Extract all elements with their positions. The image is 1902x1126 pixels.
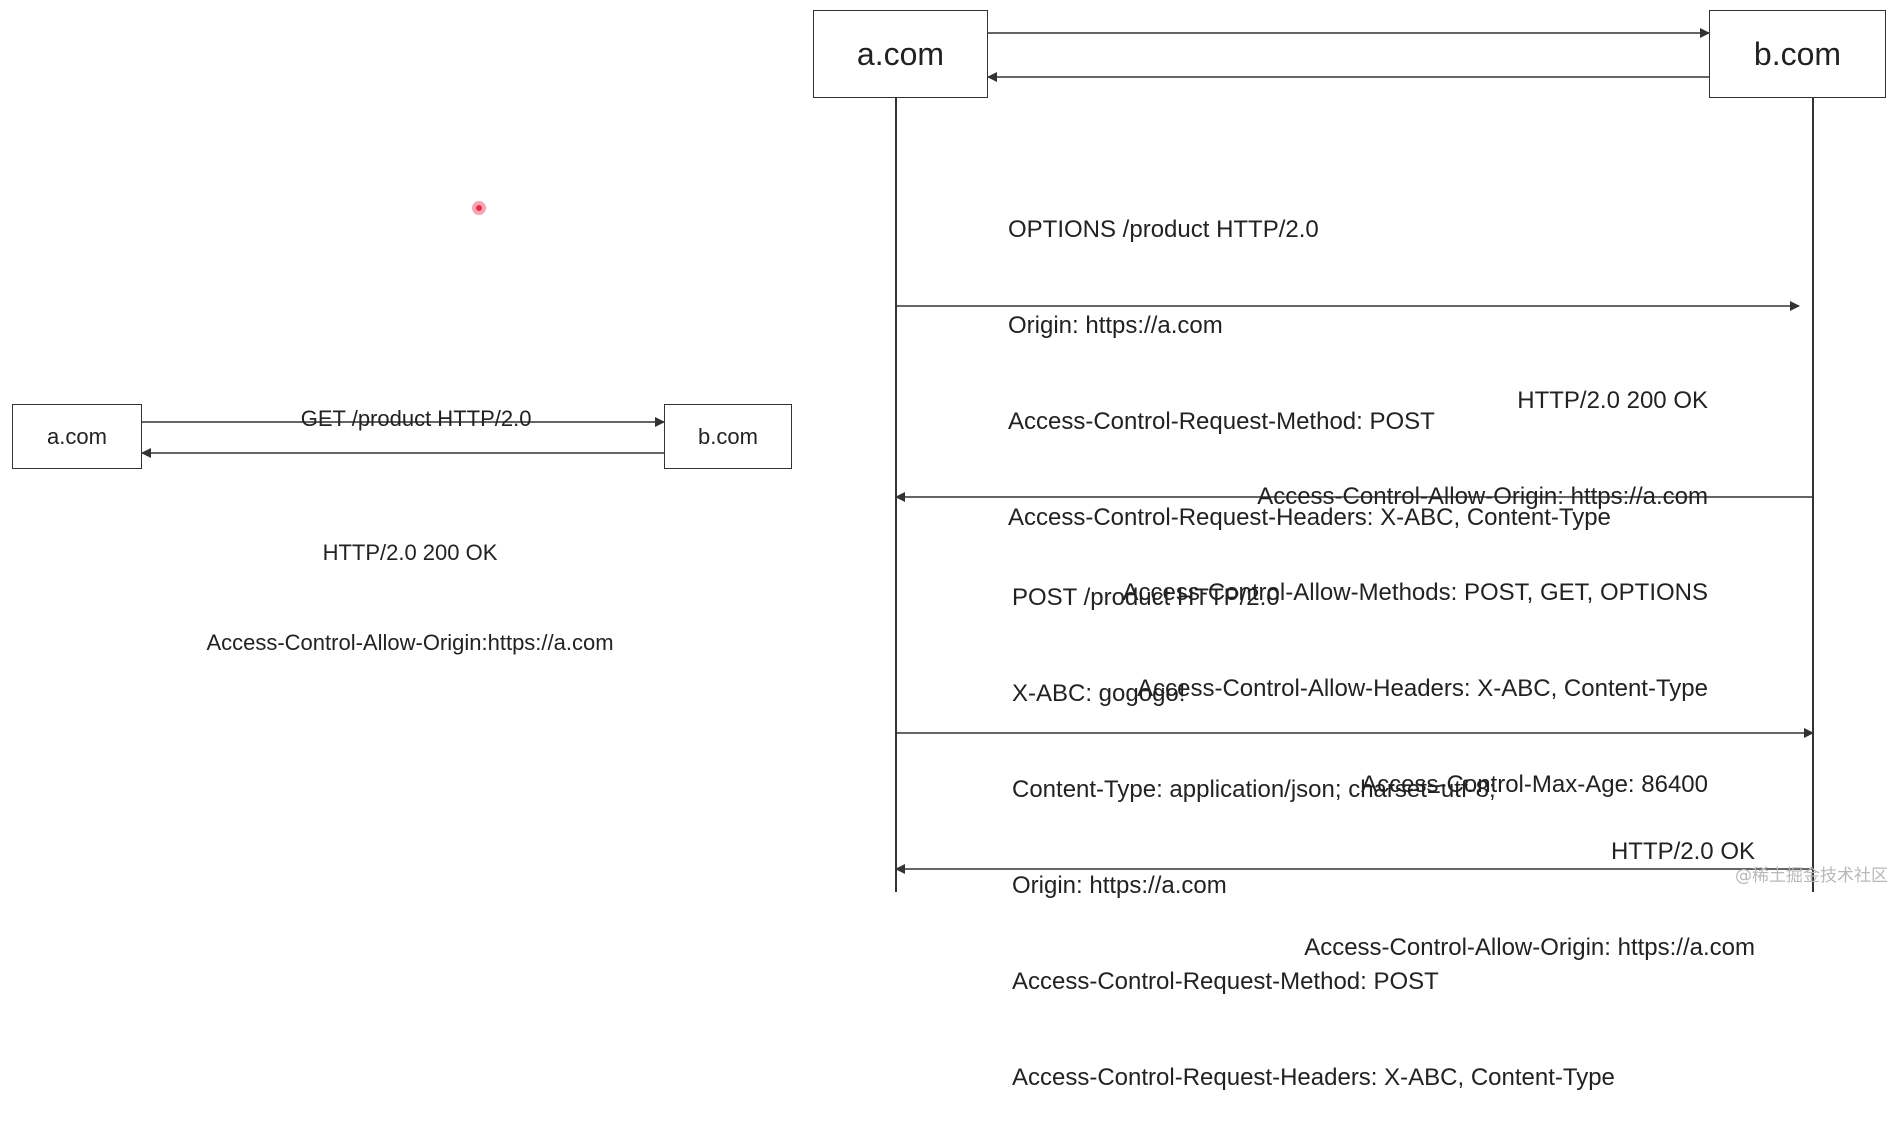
watermark-text: @稀土掘金技术社区 [1735,866,1888,886]
post-response-line: HTTP/2.0 OK [1610,838,1755,865]
simple-server-label: b.com [698,423,758,449]
options-response-line: Access-Control-Max-Age: 86400 [1361,771,1708,798]
preflight-client-label: a.com [856,35,945,72]
diagram-arrows [141,28,1814,892]
post-request-line: POST /product HTTP/2.0 [1012,584,1280,611]
simple-response-line: Access-Control-Allow-Origin:https://a.co… [206,630,614,655]
options-response-text: HTTP/2.0 200 OK Access-Control-Allow-Ori… [980,321,1708,833]
options-request-line: Origin: https://a.com [1008,312,1223,339]
simple-client-box: a.com [12,404,142,469]
options-request-text: OPTIONS /product HTTP/2.0 Origin: https:… [1008,150,1611,566]
post-request-line: Access-Control-Request-Headers: X-ABC, C… [1012,1064,1615,1091]
post-response-text: HTTP/2.0 OK Access-Control-Allow-Origin:… [1000,772,1755,996]
simple-response-line: HTTP/2.0 200 OK [322,540,498,565]
preflight-server-box: b.com [1709,10,1886,98]
options-request-line: Access-Control-Request-Headers: X-ABC, C… [1008,504,1611,531]
simple-request-label: GET /product HTTP/2.0 [300,406,532,431]
cursor-dot-icon [472,201,486,215]
options-response-line: Access-Control-Allow-Origin: https://a.c… [1257,483,1708,510]
preflight-server-label: b.com [1753,35,1842,72]
options-response-line: HTTP/2.0 200 OK [1517,387,1708,414]
post-request-line: Content-Type: application/json; charset=… [1012,776,1496,803]
options-request-line: OPTIONS /product HTTP/2.0 [1008,216,1319,243]
options-request-line: Access-Control-Request-Method: POST [1008,408,1435,435]
simple-client-label: a.com [47,423,107,449]
options-response-line: Access-Control-Allow-Methods: POST, GET,… [1122,579,1708,606]
post-request-line: X-ABC: gogogo! [1012,680,1186,707]
simple-response-label: HTTP/2.0 200 OK Access-Control-Allow-Ori… [150,478,670,688]
post-response-line: Access-Control-Allow-Origin: https://a.c… [1304,934,1755,961]
simple-server-box: b.com [664,404,792,469]
preflight-client-box: a.com [813,10,988,98]
options-response-line: Access-Control-Allow-Headers: X-ABC, Con… [1137,675,1708,702]
